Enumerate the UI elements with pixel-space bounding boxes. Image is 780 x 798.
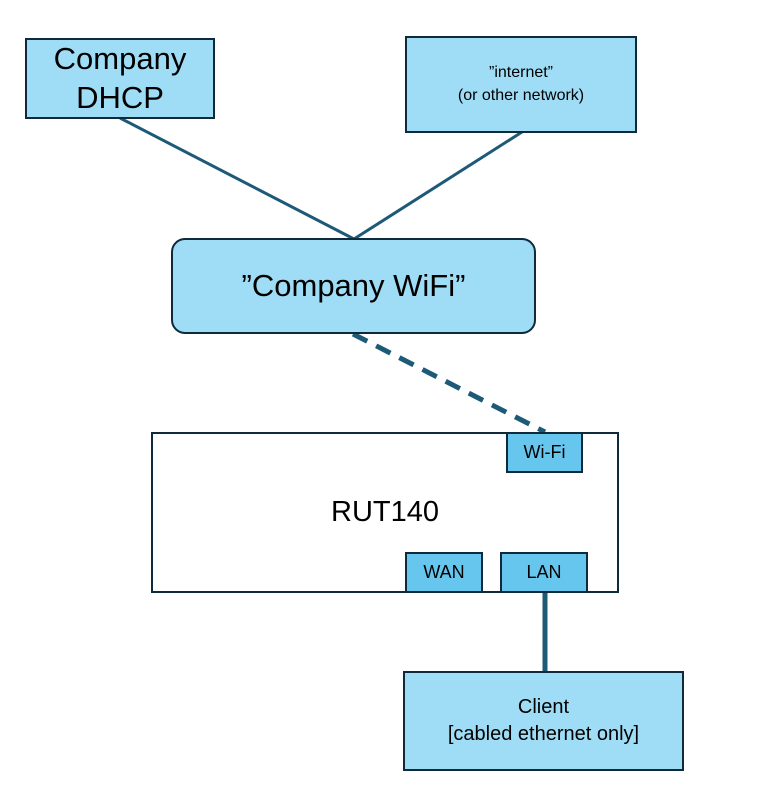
company-wifi-node: ”Company WiFi”	[171, 238, 536, 334]
edge-wifi-to-router-wifi-port	[351, 331, 547, 435]
client-node: Client [cabled ethernet only]	[403, 671, 684, 771]
internet-label-line-2: (or other network)	[457, 86, 585, 104]
router-port-wifi-label: Wi-Fi	[523, 442, 566, 463]
internet-label-line-1: ”internet”	[488, 64, 554, 82]
edge-dhcp-to-wifi	[119, 116, 355, 241]
client-label-line-1: Client	[517, 696, 570, 718]
router-port-wifi: Wi-Fi	[506, 432, 583, 473]
edge-internet-to-wifi	[353, 130, 523, 241]
router-port-wan-label: WAN	[423, 562, 465, 583]
company-dhcp-label-line-1: Company	[53, 40, 187, 76]
router-port-lan-label: LAN	[526, 562, 562, 583]
company-dhcp-node: Company DHCP	[25, 38, 215, 119]
router-label: RUT140	[331, 496, 439, 529]
router-port-wan: WAN	[405, 552, 483, 593]
internet-node: ”internet” (or other network)	[405, 36, 637, 133]
company-wifi-label: ”Company WiFi”	[241, 267, 466, 303]
client-label-line-2: [cabled ethernet only]	[447, 723, 640, 745]
company-dhcp-label-line-2: DHCP	[76, 79, 164, 115]
router-port-lan: LAN	[500, 552, 588, 593]
